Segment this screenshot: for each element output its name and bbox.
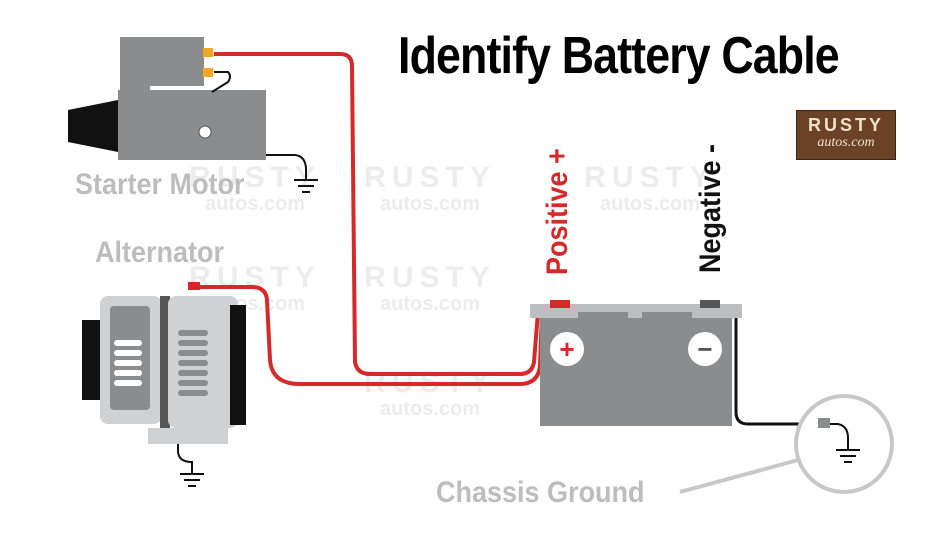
rustyautos-logo: RUSTY autos.com xyxy=(796,110,896,160)
starter-positive-cable xyxy=(214,52,540,376)
negative-label: Negative - xyxy=(694,143,727,273)
positive-label: Positive + xyxy=(541,148,574,275)
negative-cable xyxy=(734,312,818,426)
watermark: RUSTY autos.com xyxy=(364,261,496,316)
negative-terminal-symbol: − xyxy=(697,334,712,364)
alternator-label: Alternator xyxy=(95,236,225,269)
watermark: RUSTY autos.com xyxy=(189,161,321,216)
alternator-positive-cable xyxy=(196,285,544,386)
watermark: RUSTY autos.com xyxy=(584,161,716,216)
starter-motor-label: Starter Motor xyxy=(75,168,245,201)
chassis-ground-label: Chassis Ground xyxy=(436,476,645,509)
alternator xyxy=(82,282,246,474)
logo-text-top: RUSTY xyxy=(807,115,884,135)
ground-symbol-starter xyxy=(294,179,318,193)
ground-symbol-alternator xyxy=(180,473,204,487)
battery: + − xyxy=(530,300,742,426)
starter-motor xyxy=(68,37,307,180)
chassis-ground-detail xyxy=(679,394,894,494)
positive-terminal-symbol: + xyxy=(559,334,574,364)
logo-text-bottom: autos.com xyxy=(817,135,875,150)
page-title: Identify Battery Cable xyxy=(398,27,840,85)
watermark: RUSTY autos.com xyxy=(364,161,496,216)
